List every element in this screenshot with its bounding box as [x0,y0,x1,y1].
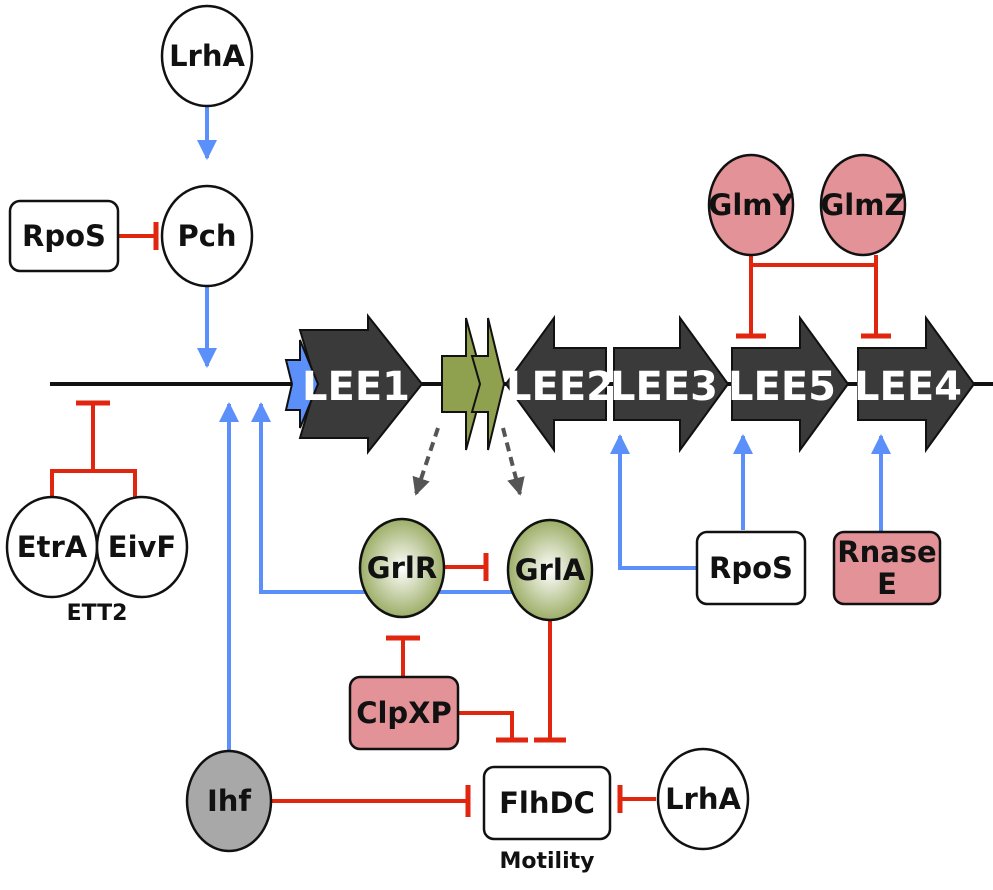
svg-text:LrhA: LrhA [665,782,741,816]
gene-label-lee5: LEE5 [728,364,836,410]
node-rnase-e: Rnase E [832,530,942,606]
node-lrha-bottom: LrhA [656,747,750,851]
svg-text:FlhDC: FlhDC [499,786,595,820]
grl-gene-arrow-1 [441,317,486,451]
grl-gene-arrow-2 [470,317,506,451]
gene-label-lee1: LEE1 [302,364,410,410]
edge-glmy-glmz-repress-lee5-lee4 [736,255,891,339]
svg-text:RpoS: RpoS [709,551,793,585]
node-rpos-left: RpoS [8,199,120,273]
gene-arrow-lee2: LEE2 [504,314,614,454]
gene-arrow-lee4: LEE4 [854,314,976,454]
node-eivf: EivF [95,495,189,599]
svg-text:GlmY: GlmY [709,188,795,222]
gene-label-lee3: LEE3 [610,364,718,410]
node-glmy: GlmY [707,153,795,257]
svg-text:E: E [877,567,897,601]
gene-arrow-lee5: LEE5 [728,314,850,454]
node-glmz: GlmZ [819,153,907,257]
svg-text:EtrA: EtrA [17,530,88,564]
svg-text:ClpXP: ClpXP [356,696,452,730]
svg-text:EivF: EivF [108,530,176,564]
gene-arrow-lee3: LEE3 [610,314,730,454]
node-pch: Pch [160,184,254,288]
node-flhdc: FlhDC [482,765,612,841]
svg-text:LrhA: LrhA [169,39,245,73]
svg-text:GrlR: GrlR [367,551,437,585]
svg-text:Rnase: Rnase [837,535,936,569]
svg-text:GlmZ: GlmZ [821,188,906,222]
edge-grl-gene-expresses-grla [501,427,525,496]
edge-grl-gene-expresses-grlr [412,427,440,496]
edge-clpxp-represses-flhdc [458,711,514,740]
node-grlr: GrlR [358,517,446,619]
gene-arrow-lee1: LEE1 [284,313,424,455]
svg-text:RpoS: RpoS [22,219,106,253]
caption-motility: Motility [499,849,594,874]
gene-label-lee2: LEE2 [506,364,614,410]
node-lrha-top: LrhA [160,4,254,108]
node-clpxp: ClpXP [348,675,460,751]
grl-genes [441,317,506,451]
svg-text:GrlA: GrlA [515,553,586,587]
svg-text:Ihf: Ihf [207,784,251,818]
gene-label-lee4: LEE4 [854,364,962,410]
promoter-arrow-blue [284,339,320,429]
node-etra: EtrA [5,495,99,599]
caption-ett2: ETT2 [67,601,128,626]
node-ihf: Ihf [185,749,273,853]
node-grla: GrlA [506,518,594,622]
edge-etra-eivf-repress-lee1 [50,400,137,497]
node-rpos-right: RpoS [695,530,807,606]
edge-rpos-activates-lee3 [610,434,697,570]
svg-text:Pch: Pch [177,219,236,253]
